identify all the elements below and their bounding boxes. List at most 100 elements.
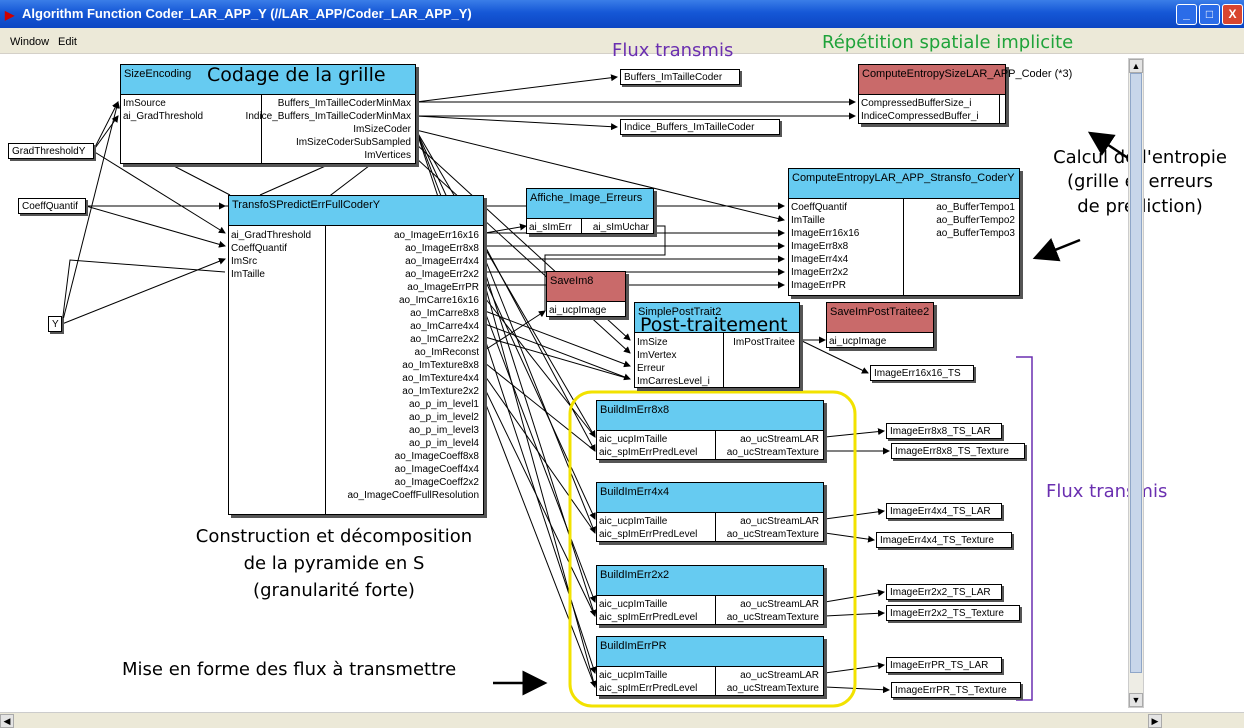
port-out[interactable]: ImPostTraitee [733, 337, 795, 348]
port-out[interactable]: ao_ucStreamLAR [740, 599, 819, 610]
port-in[interactable]: ImageErr8x8 [791, 241, 849, 252]
port-out[interactable]: ao_ucStreamLAR [740, 434, 819, 445]
port-out[interactable]: ao_p_im_level4 [408, 438, 479, 449]
port-in[interactable]: ai_ucpImage [829, 336, 887, 347]
port-in[interactable]: ImCarresLevel_i [637, 376, 710, 387]
port-in[interactable]: aic_spImErrPredLevel [599, 612, 698, 623]
port-out[interactable]: ao_ImTexture2x2 [402, 386, 479, 397]
external-e2-tex[interactable]: ImageErr2x2_TS_Texture [886, 605, 1020, 621]
scroll-up-icon[interactable]: ▲ [1129, 59, 1143, 73]
external-y[interactable]: Y [48, 316, 62, 332]
port-out[interactable]: ao_ImCarre8x8 [410, 308, 479, 319]
block-build-imerr-2x2[interactable]: BuildImErr2x2 aic_ucpImTaille aic_spImEr… [596, 565, 824, 625]
external-coeff-quantif[interactable]: CoeffQuantif [18, 198, 86, 214]
block-build-imerr-8x8[interactable]: BuildImErr8x8 aic_ucpImTaille aic_spImEr… [596, 400, 824, 460]
port-in[interactable]: ImTaille [791, 215, 825, 226]
port-out[interactable]: ao_ImageErr8x8 [405, 243, 479, 254]
horizontal-scrollbar[interactable]: ◀ ▶ [0, 712, 1244, 728]
port-in[interactable]: IndiceCompressedBuffer_i [861, 111, 979, 122]
port-in[interactable]: aic_spImErrPredLevel [599, 447, 698, 458]
port-in[interactable]: ImageErrPR [791, 280, 847, 291]
close-button[interactable]: X [1222, 4, 1243, 25]
port-out[interactable]: ImSizeCoder [353, 124, 411, 135]
external-e2-lar[interactable]: ImageErr2x2_TS_LAR [886, 584, 1002, 600]
port-out[interactable]: ao_ImageCoeff4x4 [394, 464, 479, 475]
port-out[interactable]: Indice_Buffers_ImTailleCoderMinMax [245, 111, 411, 122]
maximize-button[interactable]: □ [1199, 4, 1220, 25]
block-transfo[interactable]: TransfoSPredictErrFullCoderY ai_GradThre… [228, 195, 484, 515]
block-compute-entropy-size[interactable]: ComputeEntropySizeLAR_APP_Coder (*3) Com… [858, 64, 1072, 124]
port-out[interactable]: ao_p_im_level1 [408, 399, 479, 410]
block-compute-entropy-stransfo[interactable]: ComputeEntropyLAR_APP_Stransfo_CoderY Co… [788, 168, 1020, 296]
scroll-down-icon[interactable]: ▼ [1129, 693, 1143, 707]
port-in[interactable]: aic_ucpImTaille [599, 516, 668, 527]
port-out[interactable]: ao_ucStreamTexture [726, 529, 819, 540]
port-in[interactable]: Erreur [637, 363, 665, 374]
port-in[interactable]: ImSrc [231, 256, 258, 267]
port-in[interactable]: aic_ucpImTaille [599, 599, 668, 610]
port-out[interactable]: ao_ImageCoeff2x2 [394, 477, 479, 488]
port-out[interactable]: ao_ImTexture8x8 [402, 360, 479, 371]
external-e4-tex[interactable]: ImageErr4x4_TS_Texture [876, 532, 1012, 548]
port-in[interactable]: ImageErr2x2 [791, 267, 849, 278]
external-indice-buffers[interactable]: Indice_Buffers_ImTailleCoder [620, 119, 780, 135]
port-in[interactable]: ai_GradThreshold [231, 230, 312, 241]
port-out[interactable]: ao_ucStreamLAR [740, 670, 819, 681]
scroll-thumb[interactable] [1130, 73, 1142, 673]
scroll-left-icon[interactable]: ◀ [0, 714, 14, 728]
port-in[interactable]: ImTaille [231, 269, 265, 280]
menu-window[interactable]: Window [10, 36, 50, 48]
port-out[interactable]: ao_ImCarre4x4 [410, 321, 479, 332]
port-out[interactable]: ao_ImageErr4x4 [405, 256, 479, 267]
port-out[interactable]: ao_ImageCoeffFullResolution [347, 490, 479, 501]
external-grad-threshold[interactable]: GradThresholdY [8, 143, 94, 159]
port-in[interactable]: CoeffQuantif [231, 243, 287, 254]
port-in[interactable]: ImVertex [637, 350, 677, 361]
port-out[interactable]: ao_ImCarre16x16 [398, 295, 479, 306]
port-out[interactable]: ao_BufferTempo1 [936, 202, 1015, 213]
scroll-right-icon[interactable]: ▶ [1148, 714, 1162, 728]
port-out[interactable]: ao_BufferTempo3 [936, 228, 1015, 239]
port-out[interactable]: ai_sImUchar [592, 222, 649, 233]
minimize-button[interactable]: _ [1176, 4, 1197, 25]
port-out[interactable]: ImSizeCoderSubSampled [295, 137, 411, 148]
block-build-imerr-pr[interactable]: BuildImErrPR aic_ucpImTaille aic_spImErr… [596, 636, 824, 696]
port-out[interactable]: Buffers_ImTailleCoderMinMax [277, 98, 411, 109]
port-out[interactable]: ao_ucStreamTexture [726, 447, 819, 458]
port-in[interactable]: CoeffQuantif [791, 202, 847, 213]
port-out[interactable]: ao_ucStreamTexture [726, 683, 819, 694]
port-out[interactable]: ao_ucStreamLAR [740, 516, 819, 527]
external-image16-ts[interactable]: ImageErr16x16_TS [870, 365, 974, 381]
port-out[interactable]: ao_p_im_level2 [408, 412, 479, 423]
port-in[interactable]: ImSource [123, 98, 166, 109]
port-out[interactable]: ao_ImageCoeff8x8 [394, 451, 479, 462]
port-out[interactable]: ao_ImageErr16x16 [393, 230, 479, 241]
port-out[interactable]: ImVertices [364, 150, 411, 161]
port-out[interactable]: ao_ImReconst [414, 347, 479, 358]
port-in[interactable]: aic_ucpImTaille [599, 670, 668, 681]
port-out[interactable]: ao_BufferTempo2 [936, 215, 1015, 226]
external-e8-tex[interactable]: ImageErr8x8_TS_Texture [891, 443, 1025, 459]
port-in[interactable]: ImageErr4x4 [791, 254, 849, 265]
port-out[interactable]: ao_ucStreamTexture [726, 612, 819, 623]
port-in[interactable]: ImSize [637, 337, 668, 348]
port-out[interactable]: ao_ImageErr2x2 [405, 269, 479, 280]
port-in[interactable]: ai_ucpImage [549, 305, 607, 316]
block-simple-post-trait[interactable]: SimplePostTrait2 ImSize ImVertex Erreur … [634, 302, 800, 388]
block-affiche-image-erreurs[interactable]: Affiche_Image_Erreurs ai_sImErr ai_sImUc… [526, 188, 654, 234]
port-out[interactable]: ao_ImageErrPR [407, 282, 479, 293]
port-in[interactable]: ai_sImErr [529, 222, 572, 233]
port-in[interactable]: aic_spImErrPredLevel [599, 683, 698, 694]
port-in[interactable]: ai_GradThreshold [123, 111, 204, 122]
external-e4-lar[interactable]: ImageErr4x4_TS_LAR [886, 503, 1002, 519]
external-pr-tex[interactable]: ImageErrPR_TS_Texture [891, 682, 1021, 698]
port-out[interactable]: ao_ImCarre2x2 [410, 334, 479, 345]
block-save-im-post-traitee[interactable]: SaveImPostTraitee2 ai_ucpImage [826, 302, 934, 348]
port-in[interactable]: ImageErr16x16 [791, 228, 860, 239]
port-in[interactable]: aic_spImErrPredLevel [599, 529, 698, 540]
block-saveim8[interactable]: SaveIm8 ai_ucpImage [546, 271, 626, 317]
port-in[interactable]: aic_ucpImTaille [599, 434, 668, 445]
external-buffers[interactable]: Buffers_ImTailleCoder [620, 69, 740, 85]
block-build-imerr-4x4[interactable]: BuildImErr4x4 aic_ucpImTaille aic_spImEr… [596, 482, 824, 542]
block-size-encoding[interactable]: SizeEncoding ImSource ai_GradThreshold B… [120, 64, 416, 164]
